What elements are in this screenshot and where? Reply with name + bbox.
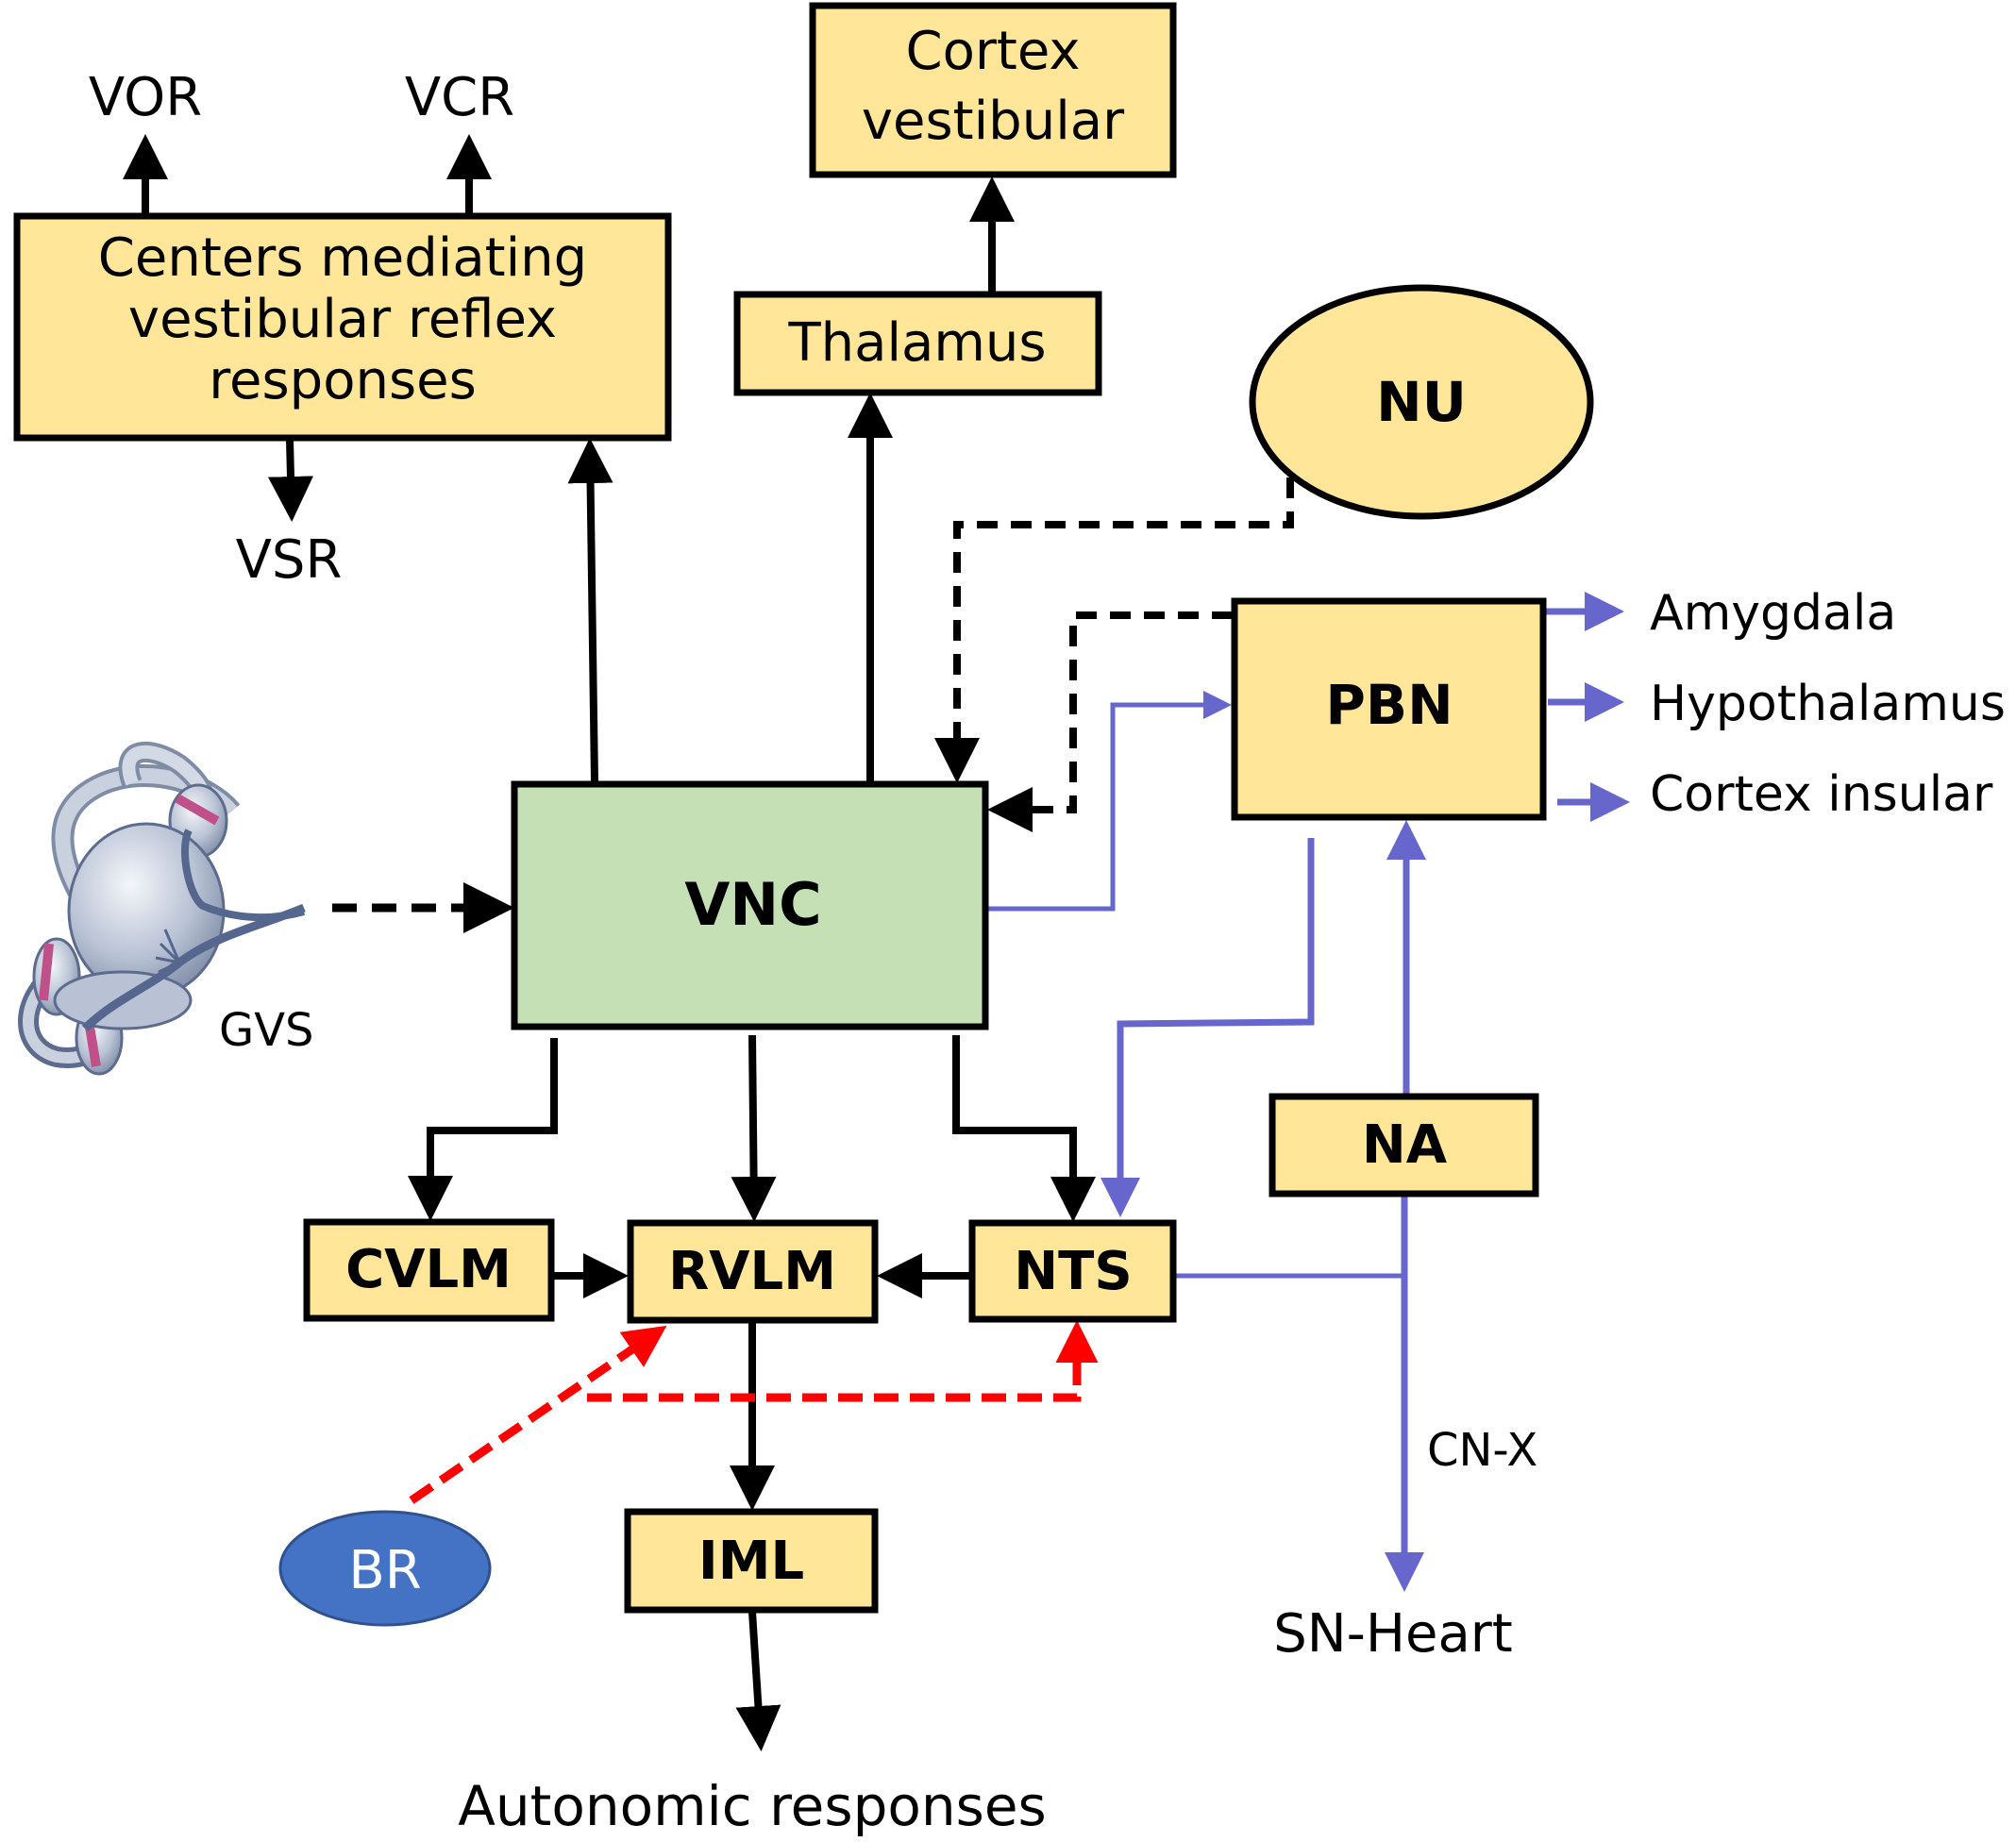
blue-arrow-vnc-to-pbn	[987, 691, 1232, 912]
arrow-vnc-to-centers	[567, 438, 613, 783]
arrow-iml-to-autonomic	[735, 1611, 781, 1751]
vestibular-organ-icon	[18, 742, 306, 1076]
node-br[interactable]: BR	[278, 1510, 492, 1627]
black-solid-pathways	[123, 134, 1096, 1751]
blue-arrow-pbn-to-nts	[1100, 838, 1315, 1217]
label-amygdala: Amygdala	[1650, 585, 1896, 642]
node-centers[interactable]: Centers mediating vestibular reflex resp…	[13, 212, 672, 442]
node-cortex-vestibular-line-2: vestibular	[862, 91, 1125, 152]
node-na-label: NA	[1362, 1114, 1448, 1176]
dashed-arrow-nu-to-vnc	[934, 477, 1294, 783]
node-centers-line-3: responses	[209, 350, 477, 411]
arrow-centers-to-vsr	[267, 439, 313, 522]
node-nu-label: NU	[1376, 370, 1467, 434]
node-na[interactable]: NA	[1268, 1093, 1539, 1197]
red-dashed-arrow-br-to-rvlm	[409, 1325, 667, 1504]
label-hypothalamus: Hypothalamus	[1650, 676, 2006, 732]
dashed-arrow-pbn-to-vnc	[987, 611, 1233, 832]
node-thalamus[interactable]: Thalamus	[733, 291, 1102, 396]
node-thalamus-label: Thalamus	[787, 312, 1046, 374]
node-br-label: BR	[348, 1540, 421, 1601]
node-rvlm-label: RVLM	[668, 1241, 836, 1302]
blue-pathways	[987, 592, 1630, 1592]
label-cortex-insular: Cortex insular	[1650, 766, 1993, 823]
node-iml-label: IML	[698, 1531, 804, 1592]
label-vsr: VSR	[236, 529, 343, 591]
node-rvlm[interactable]: RVLM	[627, 1219, 879, 1324]
node-nts[interactable]: NTS	[968, 1219, 1177, 1323]
label-gvs: GVS	[219, 1004, 314, 1057]
red-dashed-arrow-br-to-nts	[587, 1320, 1099, 1402]
arrow-vnc-to-rvlm	[731, 1034, 777, 1222]
node-cortex-vestibular[interactable]: Cortex vestibular	[809, 2, 1177, 178]
black-dashed-pathways	[332, 477, 1294, 933]
label-cn-x: CN-X	[1427, 1424, 1537, 1477]
label-sn-heart: SN-Heart	[1273, 1603, 1513, 1665]
node-vnc-label: VNC	[684, 870, 821, 939]
node-iml[interactable]: IML	[624, 1508, 879, 1614]
label-vcr: VCR	[405, 67, 514, 128]
node-nu[interactable]: NU	[1249, 284, 1594, 520]
arrow-vnc-to-cvlm	[408, 1038, 558, 1221]
node-vnc[interactable]: VNC	[511, 780, 989, 1030]
node-centers-line-1: Centers mediating	[98, 227, 587, 289]
node-centers-line-2: vestibular reflex	[128, 289, 557, 350]
output-labels: VOR VCR VSR GVS Amygdala Hypothalamus Co…	[89, 67, 2006, 1838]
arrow-vnc-to-nts	[952, 1035, 1096, 1222]
label-autonomic-responses: Autonomic responses	[458, 1774, 1047, 1838]
red-dashed-pathways	[409, 1320, 1099, 1504]
node-pbn[interactable]: PBN	[1231, 597, 1547, 821]
node-cortex-vestibular-line-1: Cortex	[906, 21, 1081, 82]
node-pbn-label: PBN	[1325, 673, 1453, 737]
node-cvlm[interactable]: CVLM	[303, 1218, 555, 1322]
node-cvlm-label: CVLM	[345, 1239, 512, 1300]
node-nts-label: NTS	[1014, 1241, 1132, 1302]
label-vor: VOR	[89, 67, 202, 128]
